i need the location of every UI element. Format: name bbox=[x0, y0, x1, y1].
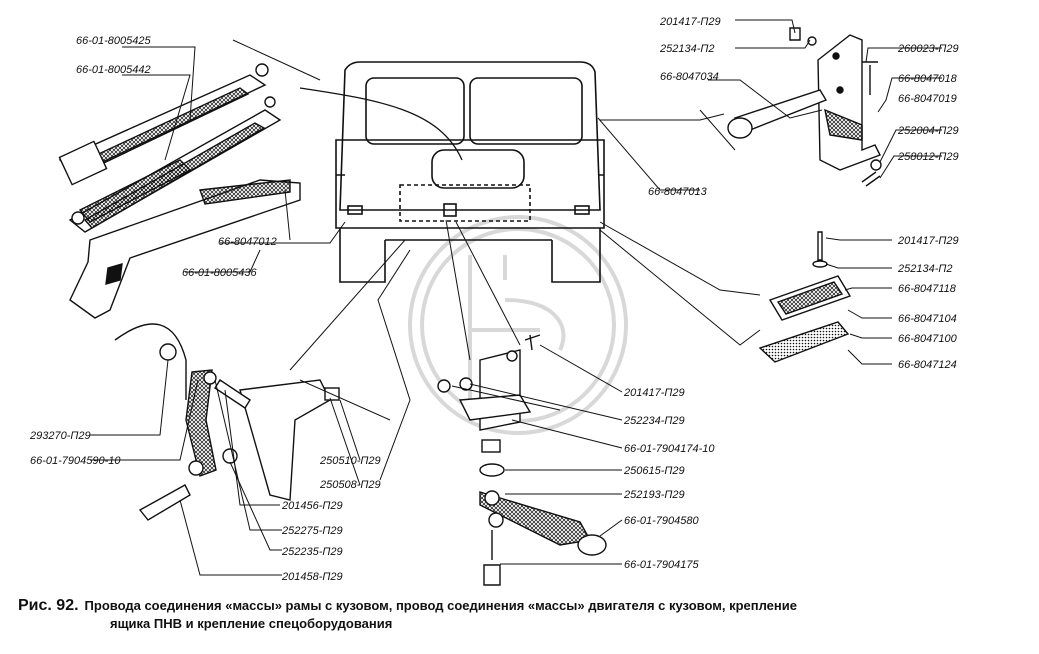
label-260023-p29: 260023-П29 bbox=[897, 43, 959, 55]
label-66-8047018: 66-8047018 bbox=[898, 73, 958, 85]
label-250508-p29: 250508-П29 bbox=[319, 479, 381, 491]
label-201458-p29: 201458-П29 bbox=[281, 571, 343, 583]
ground-strap-center bbox=[437, 334, 607, 586]
label-252275-p29: 252275-П29 bbox=[281, 525, 343, 537]
label-201417-p29-top: 201417-П29 bbox=[659, 16, 721, 28]
label-66-8047012: 66-8047012 bbox=[218, 236, 277, 248]
label-66-8047118: 66-8047118 bbox=[898, 283, 957, 295]
label-252235-p29: 252235-П29 bbox=[281, 546, 343, 558]
label-66-8047019: 66-8047019 bbox=[898, 93, 957, 105]
figure-number: Рис. 92. bbox=[18, 597, 79, 614]
ground-strap-left bbox=[114, 323, 340, 521]
figure-caption: Рис. 92. Провода соединения «массы» рамы … bbox=[18, 597, 1028, 633]
label-66-01-7904175: 66-01-7904175 bbox=[624, 559, 700, 571]
vehicle-rear-body bbox=[335, 61, 605, 283]
label-66-01-8005442: 66-01-8005442 bbox=[76, 64, 151, 76]
label-201417-p29-center: 201417-П29 bbox=[623, 387, 685, 399]
label-252234-p29: 252234-П29 bbox=[623, 415, 685, 427]
label-66-01-8005425: 66-01-8005425 bbox=[76, 35, 152, 47]
label-201417-p29-right: 201417-П29 bbox=[897, 235, 959, 247]
strap-assembly-left bbox=[58, 63, 301, 319]
caption-line-1: Провода соединения «массы» рамы с кузово… bbox=[84, 598, 797, 613]
part-labels: 66-01-8005425 66-01-8005442 66-8047012 6… bbox=[29, 16, 959, 583]
caption-line-2: ящика ПНВ и крепление спецоборудования bbox=[110, 616, 393, 631]
label-66-01-7904174-10: 66-01-7904174-10 bbox=[624, 443, 715, 455]
label-252134-p2-top: 252134-П2 bbox=[659, 43, 714, 55]
mount-bracket-top-right bbox=[727, 27, 882, 187]
lamp-assembly bbox=[758, 231, 852, 363]
label-66-8047124: 66-8047124 bbox=[898, 359, 957, 371]
label-252134-p2-right: 252134-П2 bbox=[897, 263, 952, 275]
label-66-01-7904580: 66-01-7904580 bbox=[624, 515, 700, 527]
label-201456-p29: 201456-П29 bbox=[281, 500, 343, 512]
label-66-8047013: 66-8047013 bbox=[648, 186, 708, 198]
leader-lines bbox=[90, 19, 942, 576]
label-293270-p29: 293270-П29 bbox=[29, 430, 91, 442]
label-252004-p29: 252004-П29 bbox=[897, 125, 959, 137]
wire bbox=[299, 87, 463, 161]
label-66-01-7904590-10: 66-01-7904590-10 bbox=[30, 455, 121, 467]
label-66-8047034: 66-8047034 bbox=[660, 71, 719, 83]
label-66-01-8005436: 66-01-8005436 bbox=[182, 267, 258, 279]
label-258012-p29: 258012-П29 bbox=[897, 151, 959, 163]
label-66-8047104: 66-8047104 bbox=[898, 313, 957, 325]
label-250615-p29: 250615-П29 bbox=[623, 465, 685, 477]
label-66-8047100: 66-8047100 bbox=[898, 333, 958, 345]
label-252193-p29: 252193-П29 bbox=[623, 489, 685, 501]
label-250510-p29: 250510-П29 bbox=[319, 455, 381, 467]
